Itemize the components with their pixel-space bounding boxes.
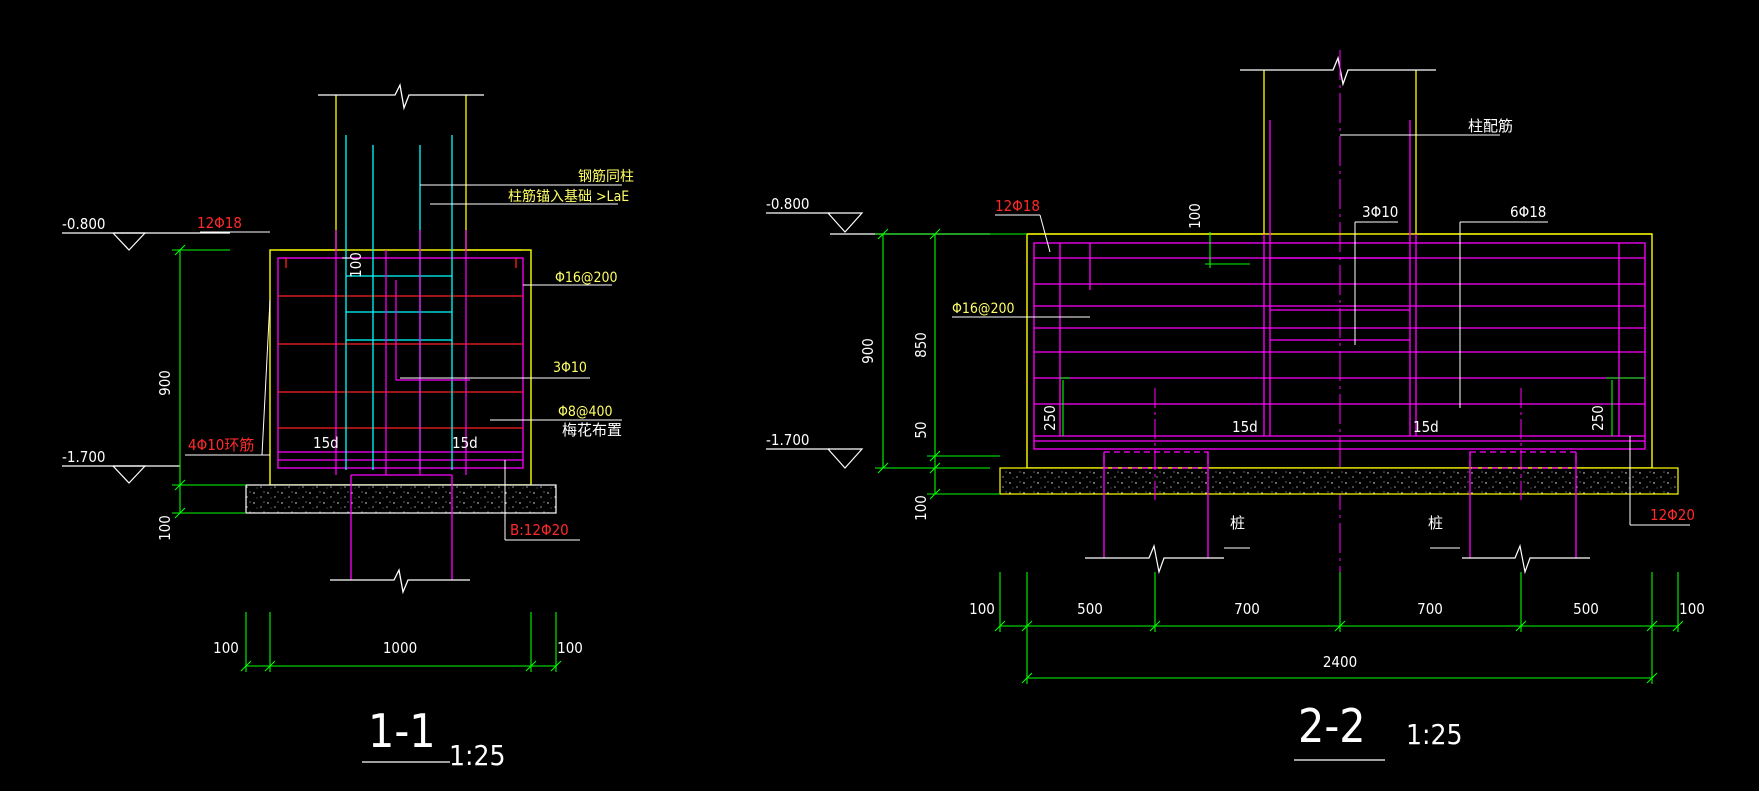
rebar-cage-2 [1033,120,1646,450]
break-line-bottom-1 [330,567,470,595]
pile-right-2 [1469,388,1577,558]
dim-w-4-2: 700 [1417,600,1443,618]
label-main-bar-2: 6Φ18 [1510,203,1546,221]
dim-horizontal-2 [994,572,1684,684]
stirrups-1 [278,258,523,429]
dim-vertical-2 [875,228,1645,500]
dim-w-6-2: 100 [1679,600,1705,618]
dim-w-mid-1: 1000 [383,639,417,657]
label-column-rebar-2: 柱配筋 [1468,117,1513,135]
elevation-marker-bottom-1 [62,465,180,484]
leaders-2 [952,134,1690,549]
dim-vertical-1 [172,244,246,519]
label-lap-right-2: 15d [1413,418,1439,436]
label-spacing-1: Φ8@400 [558,404,613,420]
label-side-bars-2: Φ16@200 [952,301,1015,317]
concrete-bed-1 [245,484,557,514]
dim-100-bed-1: 100 [156,515,174,541]
dim-w-right-1: 100 [557,639,583,657]
label-bottom-bar-2: 12Φ20 [1650,506,1695,524]
dim-total-2: 2400 [1323,653,1357,671]
label-lap-left-1: 15d [313,434,339,452]
dim-w-3-2: 700 [1234,600,1260,618]
leaders-1 [185,184,622,541]
dim-850-2: 850 [912,332,930,358]
elevation-top-label-2: -0.800 [766,195,810,213]
dim-horizontal-1 [240,612,562,672]
dim-w-5-2: 500 [1573,600,1599,618]
dim-50-2: 50 [912,421,930,438]
elevation-top-label-1: -0.800 [62,215,106,233]
dim-100-bed-2: 100 [912,495,930,521]
section-2-2: -0.800 -1.700 [766,50,1705,761]
label-lap-right-1: 15d [452,434,478,452]
label-ties-1: 3Φ10 [553,360,587,376]
break-line-pile-left [1085,543,1224,575]
elevation-bottom-label-1: -1.700 [62,448,106,466]
elevation-marker-top-1 [62,232,230,251]
dim-250-right-2: 250 [1589,405,1607,431]
dim-900-1: 900 [156,370,174,396]
label-pile-right-2: 桩 [1428,514,1443,532]
dim-100-top-2: 100 [1186,203,1204,229]
label-top-bar-2: 12Φ18 [995,197,1040,215]
section-1-1: -0.800 -1.700 900 100 [62,82,634,772]
break-line-pile-right [1462,543,1590,575]
dim-900-2: 900 [859,338,877,364]
section-title-1: 1-1 [368,704,436,758]
label-dim-100-inner-1: 100 [347,252,365,278]
dim-w-1-2: 100 [969,600,995,618]
pile-left-2 [1103,388,1209,558]
elevation-marker-top-2 [766,212,990,235]
concrete-bed-2 [999,467,1679,495]
label-side-bars-1: Φ16@200 [555,270,618,286]
label-ties-2: 3Φ10 [1362,203,1398,221]
elevation-marker-bottom-2 [766,448,864,469]
label-bottom-bar-1: B:12Φ20 [510,521,569,539]
label-pile-left-2: 桩 [1230,514,1245,532]
dim-w-left-1: 100 [213,639,239,657]
rebar-cage-1 [277,257,524,469]
anchor-bars-1 [335,230,470,475]
label-lap-left-2: 15d [1232,418,1258,436]
section-scale-1: 1:25 [449,739,506,772]
dim-250-left-2: 250 [1041,405,1059,431]
dim-w-2-2: 500 [1077,600,1103,618]
label-ring-1: 4Φ10环筋 [188,436,254,454]
column-stub-1 [280,95,522,251]
footing-outline-1 [269,249,532,486]
break-line-top-1 [318,82,484,111]
pile-1 [350,474,453,580]
section-title-2: 2-2 [1298,699,1366,753]
section-scale-2: 1:25 [1406,718,1463,751]
break-line-top-2 [1240,55,1436,87]
label-column-same-1: 钢筋同柱 [578,168,634,185]
label-top-bar-1: 12Φ18 [197,214,242,232]
elevation-bottom-label-2: -1.700 [766,431,810,449]
label-plum-1: 梅花布置 [562,421,622,439]
label-column-anchor-1: 柱筋锚入基础 >LaE [508,188,629,205]
